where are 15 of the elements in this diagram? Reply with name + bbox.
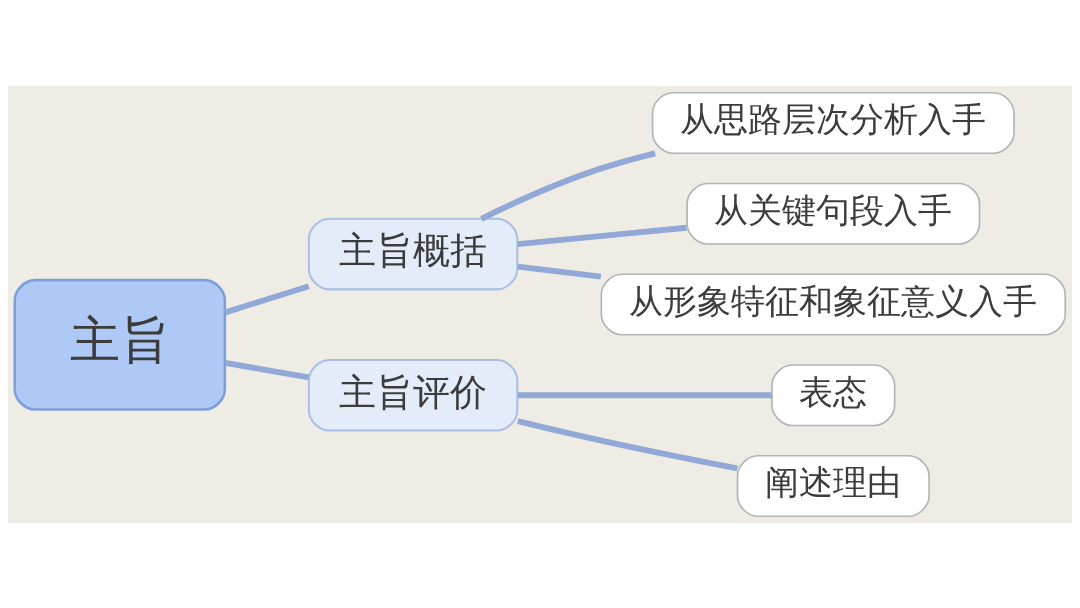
node-box: 主旨概括	[307, 217, 519, 290]
connector	[517, 224, 687, 247]
node-box: 主旨评价	[307, 358, 519, 432]
connector	[517, 391, 772, 398]
node-box: 从思路层次分析入手	[651, 91, 1015, 154]
node-box: 主旨	[13, 278, 227, 411]
node-box: 从关键句段入手	[686, 182, 981, 245]
connector	[517, 263, 602, 279]
connector	[224, 359, 310, 380]
connector	[517, 417, 738, 471]
connector	[480, 149, 656, 221]
node-box: 从形象特征和象征意义入手	[600, 272, 1067, 336]
connector	[224, 282, 310, 315]
node-box: 阐述理由	[736, 454, 930, 517]
node-box: 表态	[771, 363, 896, 426]
